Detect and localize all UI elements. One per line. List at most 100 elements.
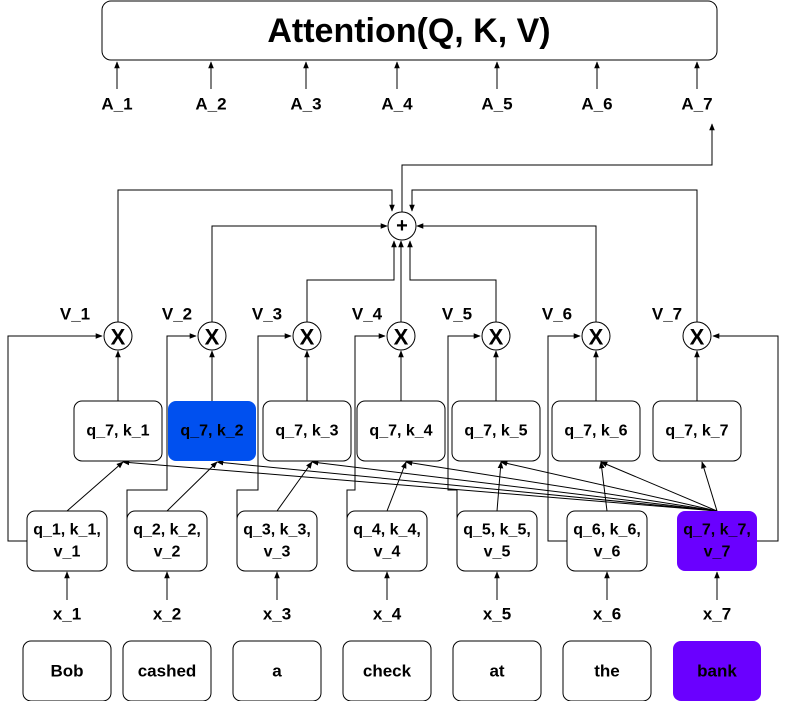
score-label-3: q_7, k_3 (275, 423, 338, 440)
qkv-line1-5: q_5, k_5, (463, 522, 531, 539)
score-label-7: q_7, k_7 (665, 423, 728, 440)
key-wire-6 (598, 461, 608, 512)
qkv-line1-6: q_6, k_6, (573, 522, 641, 539)
key-wire-5 (496, 461, 504, 512)
multiply-symbol-6: X (589, 325, 604, 350)
token-label-2: cashed (138, 662, 197, 681)
qkv-line1-3: q_3, k_3, (243, 522, 311, 539)
score-label-2: q_7, k_2 (180, 423, 243, 440)
qkv-box-6 (566, 510, 648, 572)
input-label-7: x_7 (703, 605, 731, 624)
value-label-1: V_1 (60, 305, 90, 324)
query-wire-4 (405, 460, 718, 512)
multiply-symbol-5: X (489, 325, 504, 350)
token-box-6 (562, 640, 652, 701)
attention-box (101, 0, 718, 61)
key-wire-3 (276, 461, 313, 512)
token-box-4 (342, 640, 432, 701)
score-label-5: q_7, k_5 (464, 423, 527, 440)
value-label-4: V_4 (352, 305, 383, 324)
multiply-node-1 (103, 321, 133, 351)
qkv-box-7 (677, 511, 757, 571)
key-wire-4 (386, 461, 407, 512)
multiply-symbol-1: X (111, 325, 126, 350)
attention-label: Attention(Q, K, V) (267, 12, 550, 50)
qkv-box-5 (456, 510, 538, 572)
multiply-node-7 (682, 321, 712, 351)
token-box-7 (673, 641, 761, 701)
value-wire-7 (712, 333, 779, 542)
score-label-4: q_7, k_4 (369, 423, 432, 440)
multiply-node-3 (292, 321, 322, 351)
output-label-5: A_5 (481, 95, 512, 114)
qkv-line1-7: q_7, k_7, (683, 522, 751, 539)
value-label-2: V_2 (162, 305, 192, 324)
key-wire-2 (166, 461, 218, 512)
product-to-sum-wire-2 (211, 223, 388, 322)
qkv-line2-2: v_2 (154, 544, 181, 561)
value-label-7: V_7 (652, 305, 682, 324)
input-label-3: x_3 (263, 605, 291, 624)
score-box-6 (551, 400, 641, 462)
output-label-6: A_6 (581, 95, 612, 114)
token-box-3 (232, 640, 322, 701)
product-to-sum-wire-6 (416, 223, 597, 322)
query-wire-5 (500, 460, 718, 512)
token-label-3: a (272, 662, 282, 681)
token-label-4: check (363, 662, 412, 681)
multiply-node-2 (197, 321, 227, 351)
qkv-line2-7: v_7 (704, 544, 731, 561)
value-wire-3 (236, 333, 292, 541)
qkv-line1-4: q_4, k_4, (353, 522, 421, 539)
query-wire-7 (701, 461, 718, 512)
value-wire-6 (547, 333, 581, 542)
qkv-box-2 (126, 510, 208, 572)
score-label-1: q_7, k_1 (86, 423, 149, 440)
score-box-3 (262, 400, 352, 462)
input-label-1: x_1 (53, 605, 81, 624)
input-label-4: x_4 (373, 605, 402, 624)
product-to-sum-wire-3 (306, 240, 397, 322)
sum-symbol: + (396, 215, 408, 237)
multiply-node-4 (386, 321, 416, 351)
value-label-6: V_6 (542, 305, 572, 324)
value-wire-1 (7, 333, 103, 542)
token-label-6: the (594, 662, 620, 681)
qkv-box-3 (236, 510, 318, 572)
multiply-symbol-7: X (690, 325, 705, 350)
score-box-5 (451, 400, 541, 462)
multiply-symbol-2: X (205, 325, 220, 350)
qkv-box-4 (346, 510, 428, 572)
query-wire-3 (311, 459, 718, 512)
qkv-line1-2: q_2, k_2, (133, 522, 201, 539)
qkv-box-1 (26, 510, 108, 572)
token-box-2 (122, 640, 212, 701)
output-label-4: A_4 (381, 95, 413, 114)
qkv-line2-1: v_1 (54, 544, 81, 561)
token-box-1 (22, 640, 112, 701)
score-box-4 (356, 400, 446, 462)
score-box-1 (73, 400, 163, 462)
qkv-line2-5: v_5 (484, 544, 511, 561)
value-wire-5 (447, 333, 481, 541)
value-label-5: V_5 (442, 305, 472, 324)
output-label-2: A_2 (195, 95, 226, 114)
score-box-2 (168, 401, 256, 461)
score-box-7 (652, 400, 742, 462)
query-wire-2 (216, 459, 718, 512)
token-box-5 (452, 640, 542, 701)
multiply-node-5 (481, 321, 511, 351)
sum-node (387, 211, 417, 241)
token-label-5: at (489, 662, 504, 681)
output-label-7: A_7 (681, 95, 712, 114)
output-label-1: A_1 (101, 95, 132, 114)
sum-to-output-wire (401, 123, 715, 212)
qkv-line1-1: q_1, k_1, (33, 522, 101, 539)
key-wire-1 (66, 461, 124, 512)
product-to-sum-wire-7 (409, 189, 698, 322)
multiply-node-6 (581, 321, 611, 351)
query-wire-6 (600, 461, 718, 512)
output-label-3: A_3 (290, 95, 321, 114)
input-label-6: x_6 (593, 605, 621, 624)
